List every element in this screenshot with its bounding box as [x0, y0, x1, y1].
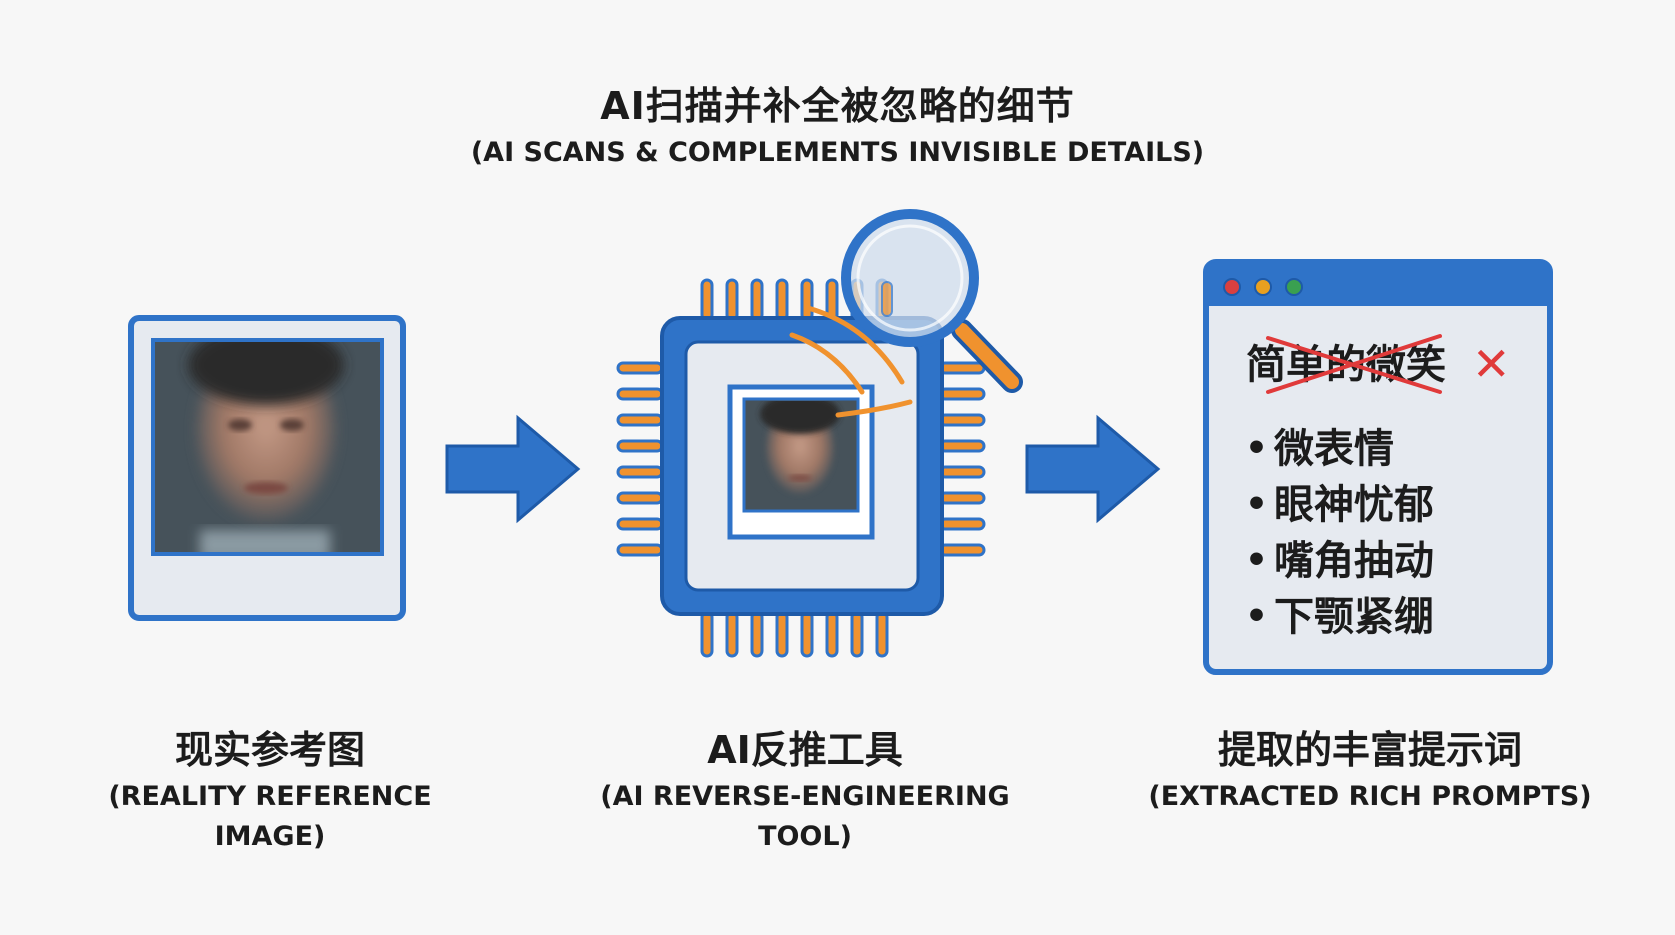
right-arrow-icon — [445, 414, 581, 524]
caption-mid-en-line1: (AI REVERSE-ENGINEERING — [600, 781, 1010, 812]
right-arrow-icon — [1025, 414, 1161, 524]
window-dot-yellow — [1254, 278, 1272, 296]
prompt-list: • 微表情 • 眼神忧郁 • 嘴角抽动 • 下颚紧绷 — [1245, 426, 1434, 640]
list-item: 下颚紧绷 — [1274, 594, 1434, 640]
caption-mid-en-line2: TOOL) — [758, 821, 852, 852]
bullet-dot: • — [1245, 484, 1268, 525]
window-dot-red — [1223, 278, 1241, 296]
strike-through-mark — [1266, 334, 1442, 394]
bullet-dot: • — [1245, 428, 1268, 469]
caption-left-en-line2: IMAGE) — [214, 821, 326, 852]
caption-left-en: (REALITY REFERENCE IMAGE) — [75, 777, 465, 857]
caption-mid-en: (AI REVERSE-ENGINEERING TOOL) — [600, 777, 1010, 857]
close-icon: ✕ — [1472, 337, 1511, 391]
blurred-face-thumbnail — [746, 401, 856, 509]
caption-right-en: (EXTRACTED RICH PROMPTS) — [1135, 777, 1605, 817]
diagram-title: AI扫描并补全被忽略的细节 (AI SCANS & COMPLEMENTS IN… — [0, 82, 1675, 172]
caption-ai-tool: AI反推工具 (AI REVERSE-ENGINEERING TOOL) — [600, 725, 1010, 857]
list-item: 嘴角抽动 — [1274, 538, 1434, 584]
caption-mid-zh: AI反推工具 — [707, 728, 903, 772]
caption-reference-image: 现实参考图 (REALITY REFERENCE IMAGE) — [75, 725, 465, 857]
caption-extracted-prompts: 提取的丰富提示词 (EXTRACTED RICH PROMPTS) — [1135, 725, 1605, 817]
bullet-dot: • — [1245, 540, 1268, 581]
caption-left-en-line1: (REALITY REFERENCE — [108, 781, 432, 812]
browser-window-icon: 简单的微笑 ✕ • 微表情 • 眼神忧郁 • 嘴角抽动 • 下颚紧绷 — [1203, 259, 1553, 675]
list-item: 眼神忧郁 — [1274, 482, 1434, 528]
caption-right-en-line1: (EXTRACTED RICH PROMPTS) — [1148, 781, 1592, 812]
reference-photo-frame — [128, 315, 406, 621]
window-dot-green — [1285, 278, 1303, 296]
caption-left-zh: 现实参考图 — [174, 728, 365, 772]
list-item: 微表情 — [1273, 426, 1394, 472]
title-chinese: AI扫描并补全被忽略的细节 — [600, 84, 1075, 128]
scan-waves-icon — [789, 305, 913, 418]
blurred-face-photo — [155, 342, 380, 552]
magnifier-icon — [841, 209, 1023, 393]
bullet-dot: • — [1245, 596, 1268, 637]
title-english: (AI SCANS & COMPLEMENTS INVISIBLE DETAIL… — [470, 137, 1205, 168]
caption-right-zh: 提取的丰富提示词 — [1217, 728, 1522, 772]
